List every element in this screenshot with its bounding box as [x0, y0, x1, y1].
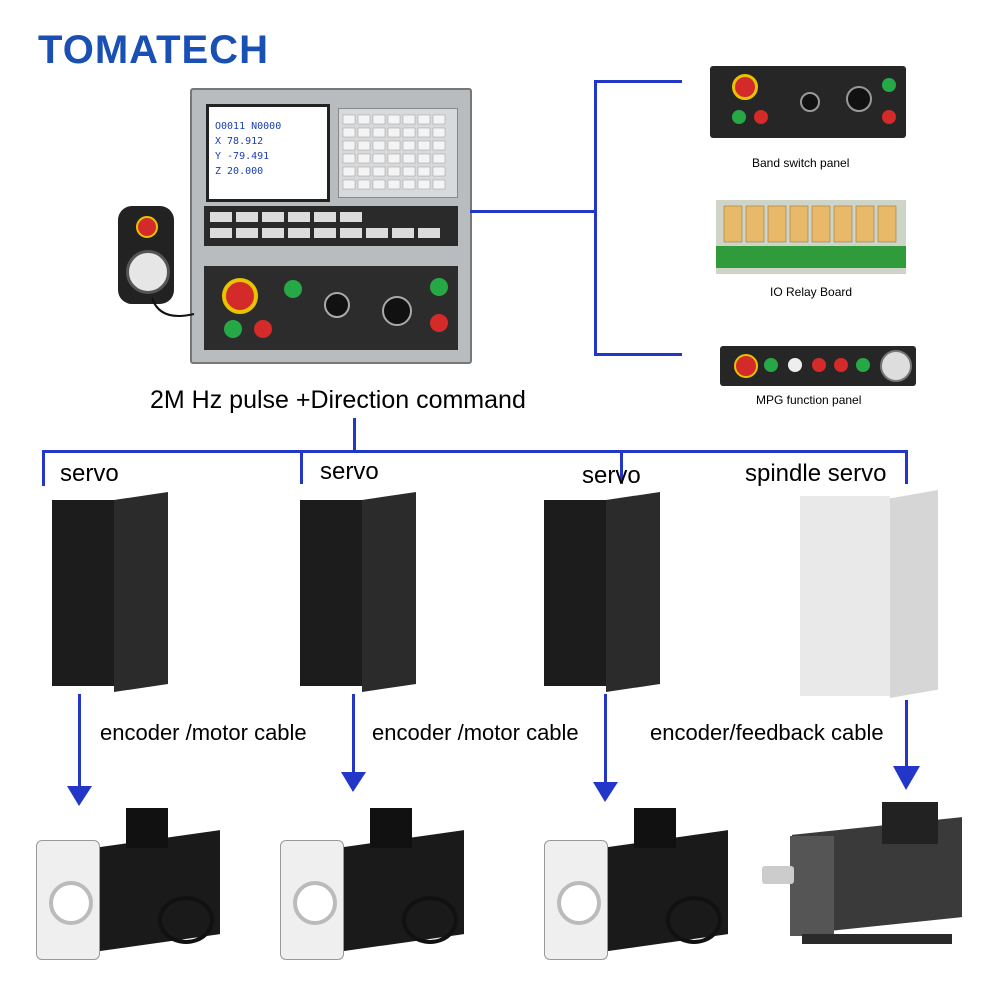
- pulse-command-label: 2M Hz pulse +Direction command: [150, 386, 526, 414]
- estop-icon: [734, 354, 758, 378]
- band-switch-panel: [710, 66, 906, 138]
- band-switch-caption: Band switch panel: [752, 156, 850, 170]
- screen-line: O0011 N0000: [215, 121, 282, 132]
- screen-line: Y -79.491: [215, 151, 270, 162]
- panels-bus: [594, 80, 597, 356]
- mpg-function-panel: [720, 346, 916, 386]
- screen-line: X 78.912: [215, 136, 264, 147]
- motor-shaft-icon: [49, 881, 93, 925]
- servo-drive-1-heatsink: [114, 492, 168, 692]
- pendant-cable: [151, 297, 195, 317]
- motor-connector: [126, 808, 168, 848]
- red-button-icon: [812, 358, 826, 372]
- spindle-knob-icon: [382, 296, 412, 326]
- drop-drive-4: [905, 450, 908, 484]
- spindle-motor-base: [802, 934, 952, 944]
- motor-shaft-icon: [557, 881, 601, 925]
- mpg-handwheel-icon: [880, 350, 912, 382]
- mpg-caption: MPG function panel: [756, 393, 862, 407]
- spindle-servo-drive: [800, 496, 890, 696]
- knob-icon: [846, 86, 872, 112]
- drop-drive-1: [42, 450, 45, 486]
- operator-panel: [204, 266, 458, 350]
- drive-label-4: spindle servo: [745, 460, 887, 487]
- motor-flange: [280, 840, 344, 960]
- pulse-bus-drop: [353, 418, 356, 452]
- servo-motor-3: [538, 806, 738, 976]
- green-button-icon: [856, 358, 870, 372]
- knob-icon: [800, 92, 820, 112]
- servo-drive-1: [52, 500, 114, 686]
- power-off-icon: [254, 320, 272, 338]
- drop-drive-2: [300, 450, 303, 484]
- link-mpg-panel: [594, 353, 682, 356]
- motor-shaft-icon: [293, 881, 337, 925]
- spindle-servo-side: [890, 490, 938, 698]
- cable-line-2: [352, 694, 355, 776]
- white-selector-icon: [788, 358, 802, 372]
- drive-label-2: servo: [320, 458, 379, 485]
- red-button-icon: [834, 358, 848, 372]
- green-button-icon: [764, 358, 778, 372]
- cable-label-2: encoder /motor cable: [372, 720, 579, 745]
- spindle-junction-box: [882, 802, 938, 844]
- handwheel-pendant: [118, 206, 174, 304]
- estop-icon: [732, 74, 758, 100]
- function-keys: [210, 212, 440, 238]
- controller-screen: O0011 N0000 X 78.912 Y -79.491 Z 20.000: [206, 104, 330, 202]
- screen-line: Z 20.000: [215, 166, 264, 177]
- servo-drive-2: [300, 500, 362, 686]
- link-controller-panels: [470, 210, 596, 213]
- spindle-motor-flange: [790, 836, 834, 936]
- servo-drive-3: [544, 500, 606, 686]
- green-button-icon: [284, 280, 302, 298]
- pulse-bus: [42, 450, 908, 453]
- function-key-row: [204, 206, 458, 246]
- feed-knob-icon: [324, 292, 350, 318]
- drive-label-3: servo: [582, 462, 641, 489]
- servo-motor-1: [30, 806, 230, 976]
- power-on-icon: [224, 320, 242, 338]
- cycle-stop-icon: [430, 314, 448, 332]
- cable-coil-icon: [666, 896, 722, 944]
- cycle-start-icon: [430, 278, 448, 296]
- motor-flange: [36, 840, 100, 960]
- spindle-motor: [762, 796, 992, 976]
- cable-coil-icon: [402, 896, 458, 944]
- pendant-stop-icon: [136, 216, 158, 238]
- cnc-controller: O0011 N0000 X 78.912 Y -79.491 Z 20.000: [190, 88, 472, 364]
- cable-line-4: [905, 700, 908, 770]
- handwheel-icon: [126, 250, 170, 294]
- cable-label-3: encoder/feedback cable: [650, 720, 884, 745]
- drop-drive-3: [620, 450, 623, 484]
- red-button-icon: [882, 110, 896, 124]
- cable-line-3: [604, 694, 607, 786]
- cable-label-1: encoder /motor cable: [100, 720, 307, 745]
- io-relay-board: [716, 200, 906, 274]
- motor-connector: [370, 808, 412, 848]
- green-button-icon: [882, 78, 896, 92]
- servo-motor-2: [274, 806, 474, 976]
- drive-label-1: servo: [60, 460, 119, 487]
- motor-connector: [634, 808, 676, 848]
- cable-coil-icon: [158, 896, 214, 944]
- spindle-shaft-icon: [762, 866, 794, 884]
- io-relay-caption: IO Relay Board: [770, 285, 853, 299]
- motor-flange: [544, 840, 608, 960]
- link-band-switch: [594, 80, 682, 83]
- servo-drive-3-heatsink: [606, 492, 660, 692]
- emergency-stop-icon: [222, 278, 258, 314]
- servo-drive-2-heatsink: [362, 492, 416, 692]
- controller-keypad: [338, 108, 458, 198]
- green-button-icon: [732, 110, 746, 124]
- red-button-icon: [754, 110, 768, 124]
- brand-logo: TOMATECH: [38, 28, 269, 72]
- relay-modules: [716, 205, 906, 268]
- keypad-grid: [342, 114, 446, 190]
- cable-line-1: [78, 694, 81, 790]
